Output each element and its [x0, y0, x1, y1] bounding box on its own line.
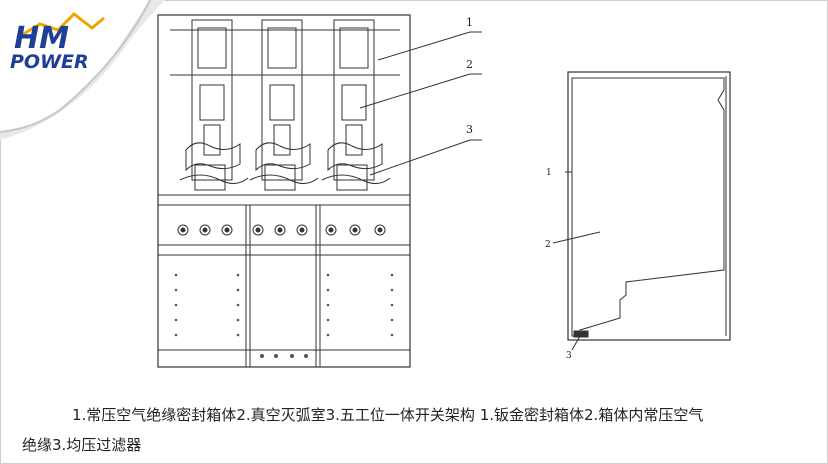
callout-leader-r3: [571, 335, 581, 351]
pole-assembly-3: [321, 19, 391, 191]
left-figure-switchgear: [157, 14, 482, 368]
right-callout-label-2: 2: [545, 240, 551, 250]
right-figure-enclosure: [552, 71, 731, 351]
logo-line1: HM: [14, 21, 69, 56]
rivet-pattern: [174, 273, 394, 358]
right-callout-label-3: 3: [566, 351, 572, 361]
callout-leader-1: [377, 31, 471, 61]
callout-leader-r2: [552, 231, 601, 244]
callout-label-2: 2: [466, 58, 473, 71]
pressure-filter: [573, 330, 589, 338]
left-figure-labels: 1 2 3: [466, 16, 473, 136]
callout-leader-2: [359, 73, 471, 109]
callout-label-3: 3: [466, 123, 473, 136]
bushing-row: [177, 224, 386, 236]
caption-line-1: 1.常压空气绝缘密封箱体2.真空灭弧室3.五工位一体开关架构 1.钣金密封箱体2…: [72, 406, 704, 424]
figure-caption: 1.常压空气绝缘密封箱体2.真空灭弧室3.五工位一体开关架构 1.钣金密封箱体2…: [22, 400, 812, 460]
right-figure-labels: 1 2 3: [545, 168, 572, 361]
right-callout-label-1: 1: [546, 168, 552, 178]
pole-assembly-2: [249, 19, 319, 191]
pole-assembly-1: [179, 19, 249, 191]
callout-label-1: 1: [466, 16, 473, 29]
callout-leader-3: [369, 139, 471, 176]
brand-logo: HM POWER: [0, 0, 170, 160]
logo-line2: POWER: [10, 51, 89, 73]
caption-line-2: 绝缘3.均压过滤器: [22, 436, 142, 454]
